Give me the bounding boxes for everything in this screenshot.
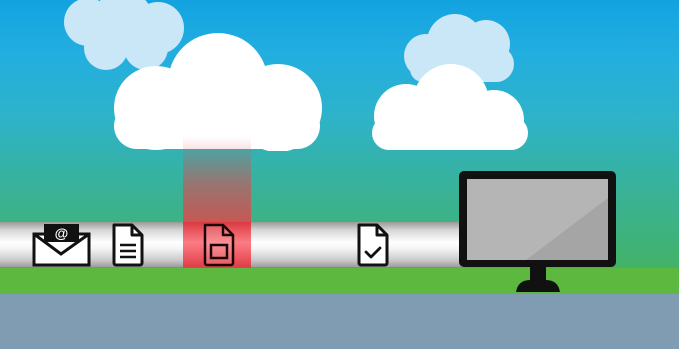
envelope-at-symbol: @ <box>55 225 69 241</box>
document-lines-icon <box>110 223 146 267</box>
computer-monitor-icon <box>456 168 620 294</box>
envelope-at-icon: @ <box>31 222 93 268</box>
cloud-center <box>106 33 328 151</box>
water-ground <box>0 294 679 349</box>
cloud-right <box>366 64 534 152</box>
document-square-icon <box>201 223 237 267</box>
document-check-icon <box>355 223 391 267</box>
